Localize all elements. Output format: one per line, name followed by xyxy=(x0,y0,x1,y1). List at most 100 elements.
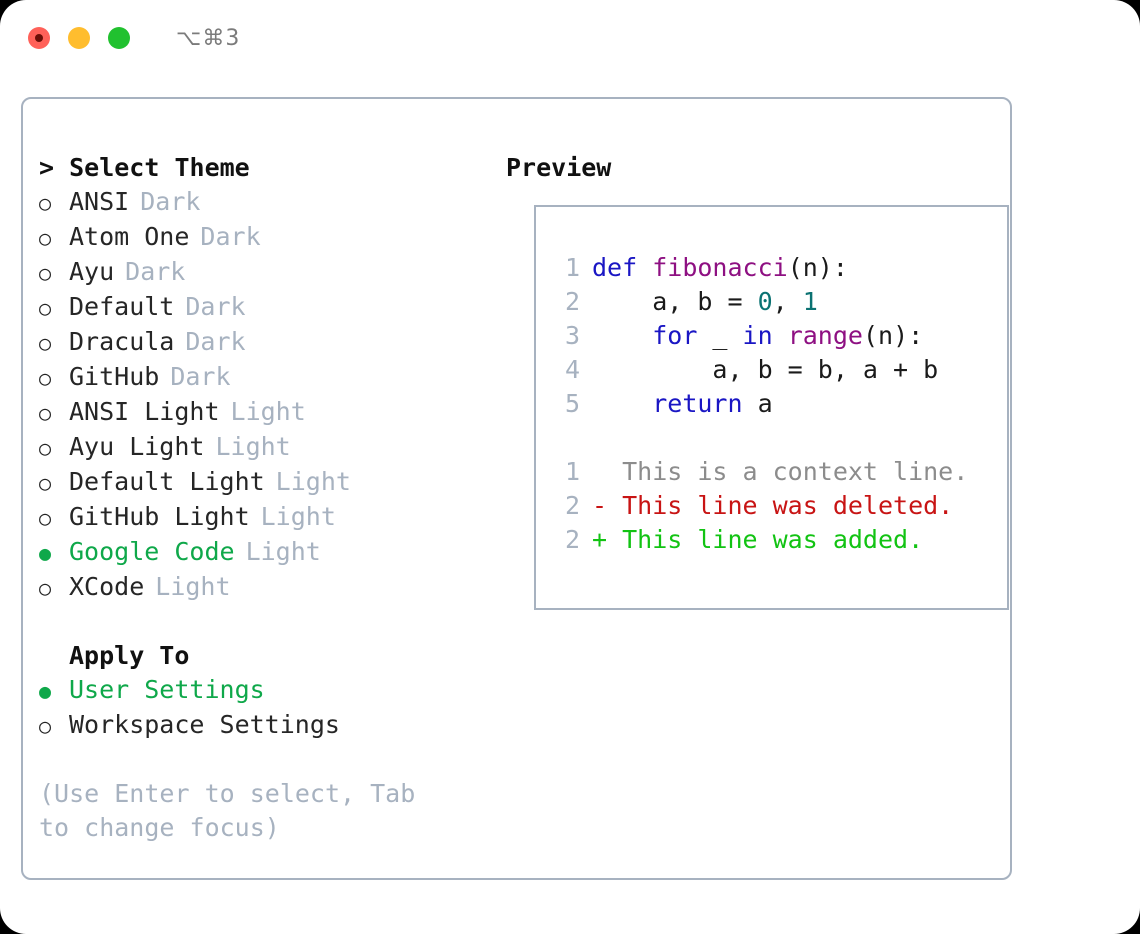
diff-line: 1 This is a context line. xyxy=(546,455,1001,489)
theme-option-variant-tag: Dark xyxy=(185,327,246,356)
theme-option-label: Default Light xyxy=(69,467,265,496)
code-line-text: a, b = b, a + b xyxy=(592,353,938,387)
theme-option-variant-tag: Light xyxy=(155,572,231,601)
theme-option-dracula[interactable]: ○ Dracula Dark xyxy=(39,325,479,360)
code-token: 0 xyxy=(757,287,773,316)
theme-option-variant-tag: Light xyxy=(230,397,306,426)
diff-line-number: 2 xyxy=(564,491,580,520)
radio-unselected-icon: ○ xyxy=(39,576,52,600)
theme-option-variant-tag: Dark xyxy=(170,362,231,391)
apply-to-options-list: ● User Settings ○ Workspace Settings xyxy=(39,673,479,743)
code-diff-gap xyxy=(546,421,1001,455)
code-line-number: 2 xyxy=(564,287,580,316)
theme-option-variant-tag: Dark xyxy=(125,257,186,286)
radio-unselected-icon: ○ xyxy=(39,261,52,285)
theme-option-variant-tag: Light xyxy=(275,467,351,496)
code-token: (n): xyxy=(862,321,924,350)
theme-option-variant-tag: Dark xyxy=(140,187,201,216)
code-token xyxy=(592,389,652,418)
apply-to-heading: Apply To xyxy=(69,641,190,670)
theme-option-ansi[interactable]: ○ ANSI Dark xyxy=(39,185,479,220)
maximize-window-button[interactable] xyxy=(108,27,130,49)
theme-option-xcode[interactable]: ○ XCode Light xyxy=(39,570,479,605)
code-line-number: 1 xyxy=(564,253,580,282)
radio-unselected-icon: ○ xyxy=(39,191,52,215)
keyboard-shortcut-label: ⌥⌘3 xyxy=(176,25,241,51)
theme-option-label: Ayu xyxy=(69,257,115,286)
radio-unselected-icon: ○ xyxy=(39,401,52,425)
code-token: (n): xyxy=(787,253,848,282)
code-line: 4 a, b = b, a + b xyxy=(546,353,1001,387)
theme-option-label: Google Code xyxy=(69,537,235,566)
theme-option-ayu-light[interactable]: ○ Ayu Light Light xyxy=(39,430,479,465)
radio-unselected-icon: ○ xyxy=(39,714,52,738)
code-token: , xyxy=(772,287,803,316)
radio-unselected-icon: ○ xyxy=(39,331,52,355)
radio-unselected-icon: ○ xyxy=(39,366,52,390)
theme-option-label: ANSI Light xyxy=(69,397,220,426)
theme-option-variant-tag: Dark xyxy=(200,222,261,251)
theme-option-label: ANSI xyxy=(69,187,130,216)
theme-option-variant-tag: Light xyxy=(260,502,336,531)
code-line-text: for _ in range(n): xyxy=(592,319,923,353)
radio-selected-icon: ● xyxy=(39,541,52,565)
radio-unselected-icon: ○ xyxy=(39,226,52,250)
theme-option-atom-one[interactable]: ○ Atom One Dark xyxy=(39,220,479,255)
apply-to-option-label: User Settings xyxy=(69,675,265,704)
code-line: 3 for _ in range(n): xyxy=(546,319,1001,353)
code-line-number: 5 xyxy=(564,389,580,418)
theme-option-label: Ayu Light xyxy=(69,432,205,461)
select-theme-heading: > Select Theme xyxy=(39,153,250,182)
code-token: fibonacci xyxy=(652,253,788,282)
radio-unselected-icon: ○ xyxy=(39,506,52,530)
theme-option-label: GitHub xyxy=(69,362,160,391)
theme-option-ayu[interactable]: ○ Ayu Dark xyxy=(39,255,479,290)
theme-option-github[interactable]: ○ GitHub Dark xyxy=(39,360,479,395)
close-window-button[interactable] xyxy=(28,27,50,49)
diff-line-number: 2 xyxy=(564,525,580,554)
theme-option-label: Default xyxy=(69,292,175,321)
code-token: a xyxy=(742,389,773,418)
apply-to-option-user-settings[interactable]: ● User Settings xyxy=(39,673,479,708)
code-token: in xyxy=(742,321,773,350)
minimize-window-button[interactable] xyxy=(68,27,90,49)
code-line-text: a, b = 0, 1 xyxy=(592,285,818,319)
theme-option-default-light[interactable]: ○ Default Light Light xyxy=(39,465,479,500)
keyboard-hint-text: (Use Enter to select, Tab to change focu… xyxy=(39,779,416,842)
theme-option-label: Dracula xyxy=(69,327,175,356)
radio-selected-icon: ● xyxy=(39,679,52,703)
code-token xyxy=(592,321,652,350)
code-token: a, b = xyxy=(592,287,758,316)
diff-line-number: 1 xyxy=(564,457,580,486)
code-token: _ xyxy=(697,321,743,350)
code-line-number: 3 xyxy=(564,321,580,350)
title-bar: ⌥⌘3 xyxy=(0,0,1140,76)
theme-option-label: Atom One xyxy=(69,222,190,251)
radio-unselected-icon: ○ xyxy=(39,436,52,460)
code-token: 1 xyxy=(802,287,818,316)
code-token: return xyxy=(652,389,743,418)
diff-line-text: This is a context line. xyxy=(592,457,969,486)
code-token: a, b = b, a + b xyxy=(592,355,939,384)
theme-option-variant-tag: Light xyxy=(215,432,291,461)
code-token: for xyxy=(652,321,698,350)
preview-heading: Preview xyxy=(506,153,612,182)
code-token xyxy=(773,321,788,350)
radio-unselected-icon: ○ xyxy=(39,471,52,495)
theme-option-ansi-light[interactable]: ○ ANSI Light Light xyxy=(39,395,479,430)
apply-to-option-label: Workspace Settings xyxy=(69,710,340,739)
apply-to-option-workspace-settings[interactable]: ○ Workspace Settings xyxy=(39,708,479,743)
theme-option-label: XCode xyxy=(69,572,145,601)
code-line: 2 a, b = 0, 1 xyxy=(546,285,1001,319)
code-line-text: return a xyxy=(592,387,773,421)
